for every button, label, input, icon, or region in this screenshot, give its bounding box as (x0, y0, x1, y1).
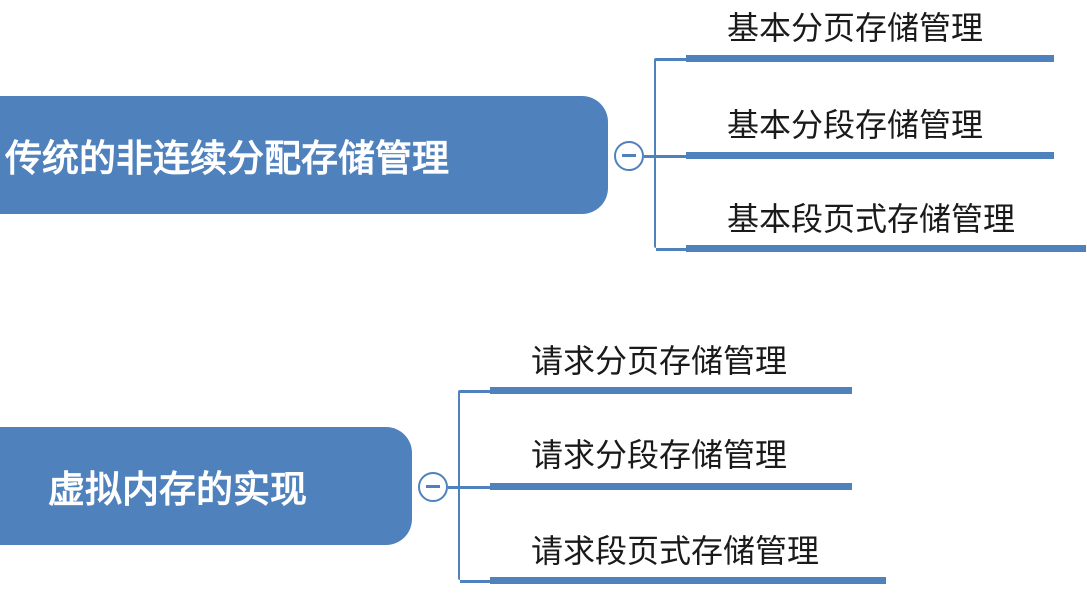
collapse-minus-icon[interactable] (614, 141, 644, 171)
child-underline (490, 577, 886, 584)
child-underline (686, 245, 1086, 252)
child-label[interactable]: 基本分页存储管理 (727, 9, 984, 47)
root-label: 虚拟内存的实现 (48, 468, 307, 511)
branch-connector (656, 58, 688, 61)
branch-connector (656, 248, 688, 251)
connector-stub (644, 155, 656, 158)
child-label[interactable]: 请求分段存储管理 (531, 436, 788, 474)
branch-connector (460, 580, 492, 583)
branch-connector (460, 486, 492, 489)
root-label: 传统的非连续分配存储管理 (5, 137, 449, 180)
child-label[interactable]: 请求分页存储管理 (531, 342, 788, 380)
child-underline (686, 55, 1054, 62)
child-label[interactable]: 请求段页式存储管理 (531, 532, 820, 570)
child-label[interactable]: 基本分段存储管理 (727, 106, 984, 144)
child-underline (490, 483, 852, 490)
root-node-virtual-memory[interactable]: 虚拟内存的实现 (0, 427, 412, 545)
connector-stub (448, 486, 460, 489)
branch-connector (460, 390, 492, 393)
collapse-minus-icon[interactable] (418, 472, 448, 502)
branch-bracket (458, 390, 460, 580)
child-underline (686, 152, 1054, 159)
root-node-noncontiguous[interactable]: 传统的非连续分配存储管理 (0, 96, 608, 214)
child-underline (490, 387, 852, 394)
child-label[interactable]: 基本段页式存储管理 (727, 200, 1016, 238)
branch-connector (656, 155, 688, 158)
branch-bracket (654, 58, 656, 248)
